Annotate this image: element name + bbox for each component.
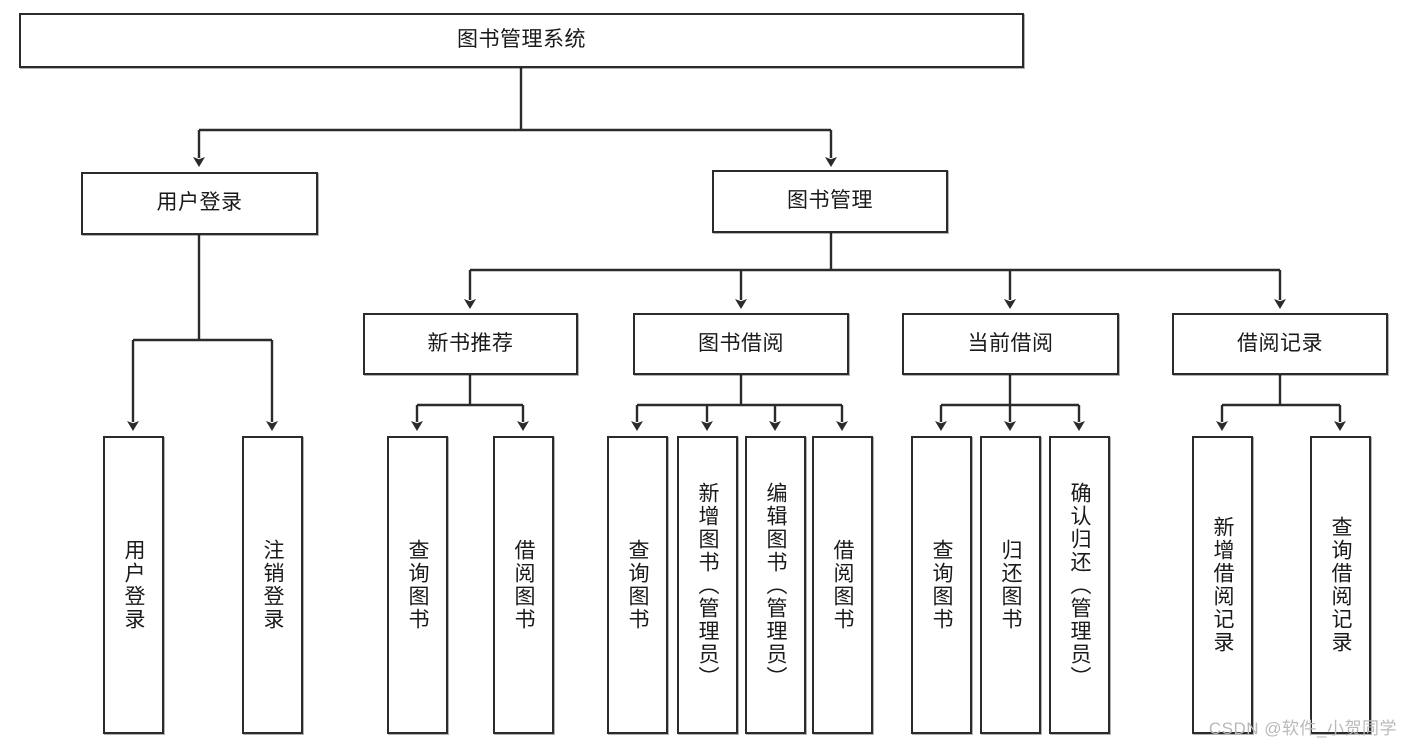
- leaf-user-login-logout[interactable]: 注销登录: [242, 436, 303, 734]
- node-new-book-recommend-label: 新书推荐: [427, 331, 514, 355]
- leaf-label: 借阅图书: [831, 539, 854, 631]
- node-book-borrow-label: 图书借阅: [698, 331, 784, 355]
- leaf-label: 用户登录: [122, 539, 145, 631]
- node-root[interactable]: 图书管理系统: [19, 13, 1024, 68]
- node-current-borrow-label: 当前借阅: [967, 331, 1054, 355]
- leaf-current-borrow-confirm[interactable]: 确认归还（管理员）: [1049, 436, 1110, 734]
- leaf-current-borrow-return[interactable]: 归还图书: [980, 436, 1041, 734]
- leaf-label: 查询图书: [406, 539, 429, 631]
- leaf-label: 注销登录: [261, 539, 284, 631]
- node-user-login[interactable]: 用户登录: [81, 172, 318, 235]
- leaf-label: 新增借阅记录: [1211, 516, 1234, 654]
- leaf-new-book-query[interactable]: 查询图书: [387, 436, 448, 734]
- leaf-new-book-borrow[interactable]: 借阅图书: [493, 436, 554, 734]
- leaf-user-login-login[interactable]: 用户登录: [103, 436, 164, 734]
- leaf-label: 归还图书: [999, 539, 1022, 631]
- node-root-label: 图书管理系统: [457, 28, 586, 52]
- node-book-manage-label: 图书管理: [787, 189, 873, 213]
- leaf-book-borrow-edit[interactable]: 编辑图书（管理员）: [745, 436, 806, 734]
- node-book-manage[interactable]: 图书管理: [712, 170, 948, 233]
- node-new-book-recommend[interactable]: 新书推荐: [363, 313, 578, 375]
- node-user-login-label: 用户登录: [156, 191, 243, 215]
- leaf-book-borrow-query[interactable]: 查询图书: [607, 436, 668, 734]
- leaf-current-borrow-query[interactable]: 查询图书: [911, 436, 972, 734]
- node-current-borrow[interactable]: 当前借阅: [902, 313, 1119, 375]
- leaf-label: 查询图书: [930, 539, 953, 631]
- leaf-book-borrow-borrow[interactable]: 借阅图书: [812, 436, 873, 734]
- leaf-label: 查询借阅记录: [1329, 516, 1352, 654]
- leaf-label: 确认归还（管理员）: [1068, 481, 1091, 689]
- node-book-borrow[interactable]: 图书借阅: [633, 313, 849, 375]
- leaf-label: 新增图书（管理员）: [696, 481, 719, 689]
- leaf-label: 借阅图书: [512, 539, 535, 631]
- leaf-label: 编辑图书（管理员）: [764, 481, 787, 689]
- leaf-borrow-record-query[interactable]: 查询借阅记录: [1310, 436, 1371, 734]
- node-borrow-record[interactable]: 借阅记录: [1172, 313, 1388, 375]
- watermark: CSDN @软件_小贺同学: [1208, 719, 1397, 738]
- leaf-book-borrow-add[interactable]: 新增图书（管理员）: [677, 436, 738, 734]
- node-borrow-record-label: 借阅记录: [1237, 331, 1323, 355]
- leaf-borrow-record-add[interactable]: 新增借阅记录: [1192, 436, 1253, 734]
- leaf-label: 查询图书: [626, 539, 649, 631]
